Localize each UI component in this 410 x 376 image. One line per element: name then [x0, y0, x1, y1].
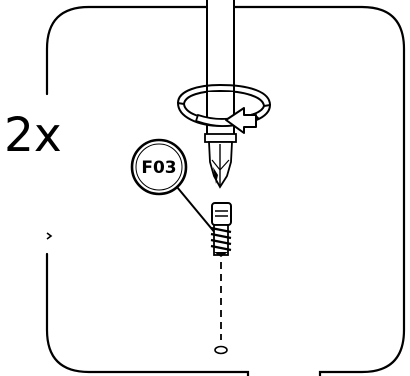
step-panel-frame — [45, 5, 406, 376]
screw-icon — [210, 202, 232, 257]
rotate-clockwise-arrow-icon — [176, 83, 272, 134]
quantity-label: 2x — [4, 108, 62, 163]
part-callout: F03 — [130, 138, 188, 196]
part-callout-label: F03 — [141, 158, 176, 178]
hole-icon — [214, 345, 228, 355]
callout-leader-line — [176, 186, 217, 235]
